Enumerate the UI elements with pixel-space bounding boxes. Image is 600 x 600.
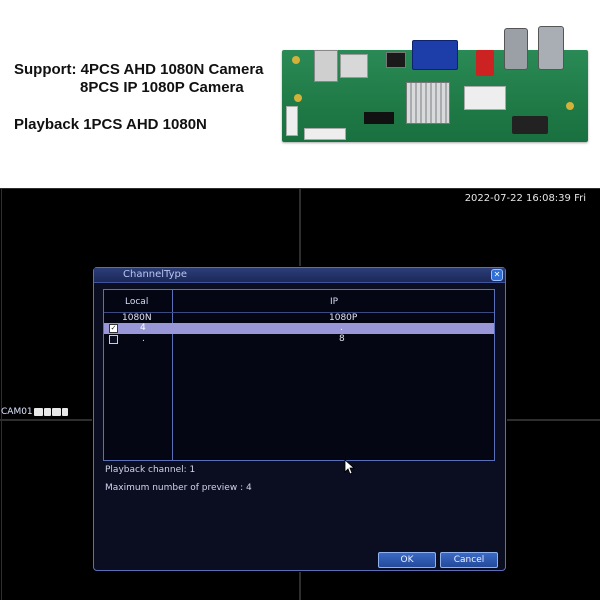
mounting-hole: [566, 102, 574, 110]
column-header-local: Local: [125, 297, 149, 307]
pin-header: [286, 106, 298, 136]
bnc-connector: [504, 28, 528, 70]
bnc-connector: [538, 26, 564, 70]
hdmi-port: [386, 52, 406, 68]
sticker: [464, 86, 506, 110]
local-cell: 4: [140, 323, 146, 333]
ip-cell: .: [340, 323, 343, 333]
table-row[interactable]: . 8: [104, 334, 494, 345]
local-cell: 1080N: [122, 313, 152, 323]
promo-line-2: 8PCS IP 1080P Camera: [80, 79, 244, 96]
dvr-screen: 2022-07-22 16:08:39 Fri CAM01 ChannelTyp…: [0, 188, 600, 600]
ip-cell: 1080P: [329, 313, 358, 323]
usb-port: [314, 50, 338, 82]
battery-holder: [512, 116, 548, 134]
cancel-button[interactable]: Cancel: [440, 552, 498, 568]
column-divider: [172, 290, 173, 460]
camera-name: CAM01: [1, 407, 33, 417]
channel-type-dialog: ChannelType ✕ Local IP 1080N 1080P ✓ 4 .…: [93, 267, 506, 571]
column-header-ip: IP: [330, 297, 339, 307]
promo-banner: Support: 4PCS AHD 1080N Camera 8PCS IP 1…: [0, 0, 600, 188]
mounting-hole: [294, 94, 302, 102]
camera-icon: [33, 408, 43, 416]
clock-display: 2022-07-22 16:08:39 Fri: [464, 193, 586, 204]
playback-channel-info: Playback channel: 1: [105, 465, 196, 475]
dvr-board-image: [282, 26, 588, 142]
channel-table: Local IP 1080N 1080P ✓ 4 . . 8: [103, 289, 495, 475]
close-icon[interactable]: ✕: [491, 269, 503, 281]
pin-header: [304, 128, 346, 140]
dialog-title-bar[interactable]: ChannelType ✕: [94, 268, 505, 283]
local-cell: .: [142, 334, 145, 344]
heatsink: [406, 82, 450, 124]
ip-cell: 8: [339, 334, 345, 344]
sata-slot: [364, 112, 394, 124]
dialog-title: ChannelType: [123, 269, 188, 280]
rca-port: [476, 50, 494, 76]
motion-icon: [43, 408, 51, 416]
table-row[interactable]: 1080N 1080P: [104, 312, 494, 324]
table-row[interactable]: ✓ 4 .: [104, 323, 494, 334]
record-icon: [51, 408, 61, 416]
mouse-cursor-icon: [344, 459, 356, 475]
row-checkbox[interactable]: ✓: [109, 324, 118, 333]
mounting-hole: [292, 56, 300, 64]
row-checkbox[interactable]: [109, 335, 118, 344]
vga-port: [412, 40, 458, 70]
ok-button[interactable]: OK: [378, 552, 436, 568]
camera-label[interactable]: CAM01: [1, 407, 68, 417]
max-preview-info: Maximum number of preview : 4: [105, 483, 252, 493]
ethernet-port: [340, 54, 368, 78]
device-icon: [61, 408, 68, 416]
promo-line-3: Playback 1PCS AHD 1080N: [14, 116, 207, 133]
promo-line-1: Support: 4PCS AHD 1080N Camera: [14, 61, 264, 78]
grid-line: [1, 188, 2, 600]
